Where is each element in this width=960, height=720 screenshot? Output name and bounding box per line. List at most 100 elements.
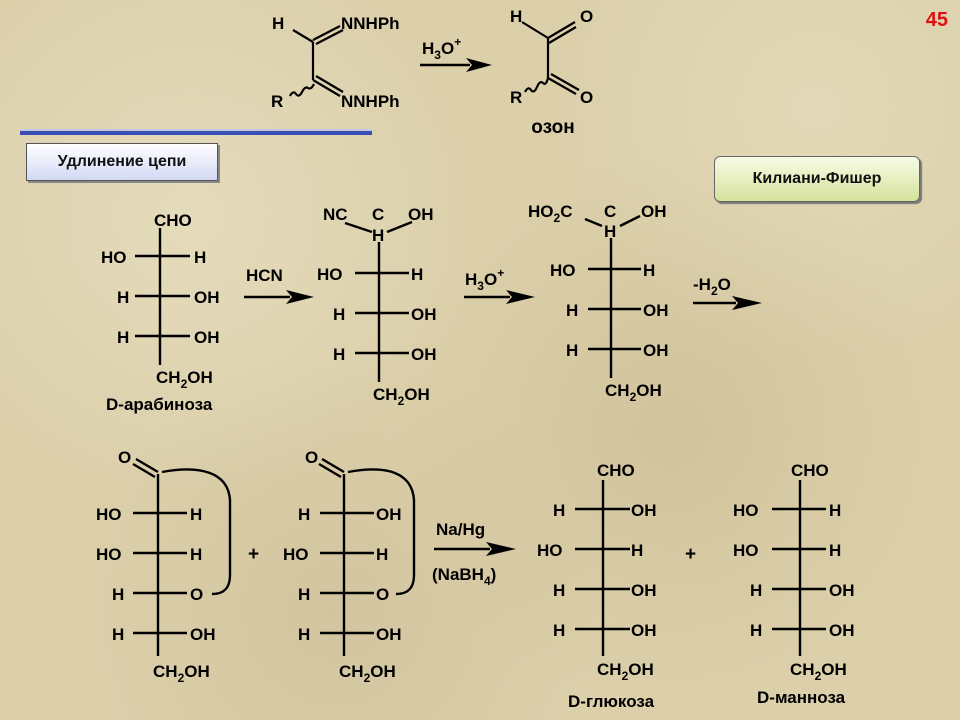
- atom-h: H: [112, 585, 124, 604]
- arrow-icon: [420, 58, 492, 72]
- atom-h: H: [298, 505, 310, 524]
- atom-h: H: [194, 248, 206, 267]
- atom-h: H: [190, 545, 202, 564]
- plus-sign: +: [248, 544, 259, 565]
- atom-ho: HO: [96, 505, 122, 524]
- atom-ho: HO: [733, 541, 759, 560]
- atom-h: H: [298, 625, 310, 644]
- arrow-icon: [244, 290, 314, 304]
- atom-ch2oh: CH2OH: [156, 368, 213, 391]
- atom-ho: HO: [101, 248, 127, 267]
- atom-h: H: [298, 585, 310, 604]
- atom-oh: OH: [194, 328, 220, 347]
- atom-h: H: [333, 345, 345, 364]
- atom-c: C: [372, 205, 384, 224]
- atom-oh: OH: [631, 501, 657, 520]
- atom-ho: HO: [550, 261, 576, 280]
- atom-ch2oh: CH2OH: [373, 385, 430, 408]
- atom-o: O: [580, 7, 593, 26]
- atom-h: H: [553, 621, 565, 640]
- atom-h: H: [190, 505, 202, 524]
- atom-h: H: [411, 265, 423, 284]
- atom-h: H: [631, 541, 643, 560]
- mannose-structure: [772, 480, 826, 656]
- atom-h: H: [117, 288, 129, 307]
- atom-o: O: [305, 448, 318, 467]
- atom-h: H: [117, 328, 129, 347]
- atom-oh: OH: [643, 301, 669, 320]
- label-arabinose: D-арабиноза: [106, 395, 213, 414]
- atom-o: O: [190, 585, 203, 604]
- atom-oh: OH: [631, 581, 657, 600]
- atom-h: H: [372, 226, 384, 245]
- atom-h: H: [376, 545, 388, 564]
- arrow-icon: [464, 290, 535, 304]
- atom-oh: OH: [411, 305, 437, 324]
- atom-o: O: [376, 585, 389, 604]
- atom-ho: HO: [733, 501, 759, 520]
- arrow-icon: [434, 542, 516, 556]
- reagent-na-hg: Na/Hg: [436, 520, 485, 539]
- atom-h: H: [829, 501, 841, 520]
- reagent-nabh4: (NaBH4): [432, 565, 496, 588]
- arrow-icon: [693, 296, 762, 310]
- atom-oh: OH: [641, 202, 667, 221]
- atom-nc: NC: [323, 205, 348, 224]
- atom-ch2oh: CH2OH: [597, 660, 654, 683]
- atom-nnhph-bottom: NNHPh: [341, 92, 400, 111]
- atom-oh: OH: [829, 621, 855, 640]
- atom-h: H: [829, 541, 841, 560]
- atom-c: C: [604, 202, 616, 221]
- atom-o: O: [580, 88, 593, 107]
- atom-cho: CHO: [597, 461, 635, 480]
- reagent-hcn: HCN: [246, 266, 283, 285]
- atom-h: H: [750, 581, 762, 600]
- chain-extension-label: Удлинение цепи: [26, 143, 218, 181]
- atom-oh: OH: [194, 288, 220, 307]
- reagent-minus-h2o: -H2O: [693, 275, 731, 298]
- atom-cho: CHO: [154, 211, 192, 230]
- plus-sign: +: [685, 544, 696, 565]
- atom-hooc: HO2C: [528, 202, 572, 225]
- atom-h: H: [553, 501, 565, 520]
- atom-h: H: [333, 305, 345, 324]
- atom-h: H: [643, 261, 655, 280]
- atom-oh: OH: [631, 621, 657, 640]
- atom-ch2oh: CH2OH: [605, 381, 662, 404]
- atom-h: H: [750, 621, 762, 640]
- reagent-h3o-top: H3O+: [422, 35, 461, 62]
- atom-ch2oh: CH2OH: [153, 662, 210, 685]
- label-mannose: D-манноза: [757, 688, 846, 707]
- atom-oh: OH: [376, 505, 402, 524]
- label-glucose: D-глюкоза: [568, 692, 655, 711]
- atom-oh: OH: [643, 341, 669, 360]
- atom-oh: OH: [829, 581, 855, 600]
- atom-ch2oh: CH2OH: [339, 662, 396, 685]
- atom-h: H: [112, 625, 124, 644]
- atom-h: H: [510, 7, 522, 26]
- label-ozone: озон: [531, 117, 574, 138]
- lactone-2-structure: [318, 457, 416, 656]
- cyanohydrin-structure: [344, 220, 413, 382]
- reagent-h3o-middle: H3O+: [465, 266, 504, 293]
- osazone-structure: [289, 25, 344, 97]
- arabinose-structure: [135, 228, 190, 365]
- atom-ch2oh: CH2OH: [790, 660, 847, 683]
- atom-ho: HO: [283, 545, 309, 564]
- glucose-structure: [575, 480, 630, 656]
- atom-o: O: [118, 448, 131, 467]
- atom-oh: OH: [190, 625, 216, 644]
- atom-r: R: [271, 92, 283, 111]
- lactone-1-structure: [132, 457, 232, 656]
- ozone-structure: [521, 21, 580, 95]
- atom-r: R: [510, 88, 522, 107]
- kiliani-fischer-button[interactable]: Килиани-Фишер: [714, 156, 920, 202]
- atom-h: H: [272, 14, 284, 33]
- atom-oh: OH: [408, 205, 434, 224]
- atom-cho: CHO: [791, 461, 829, 480]
- atom-h: H: [566, 341, 578, 360]
- atom-ho: HO: [317, 265, 343, 284]
- atom-h: H: [566, 301, 578, 320]
